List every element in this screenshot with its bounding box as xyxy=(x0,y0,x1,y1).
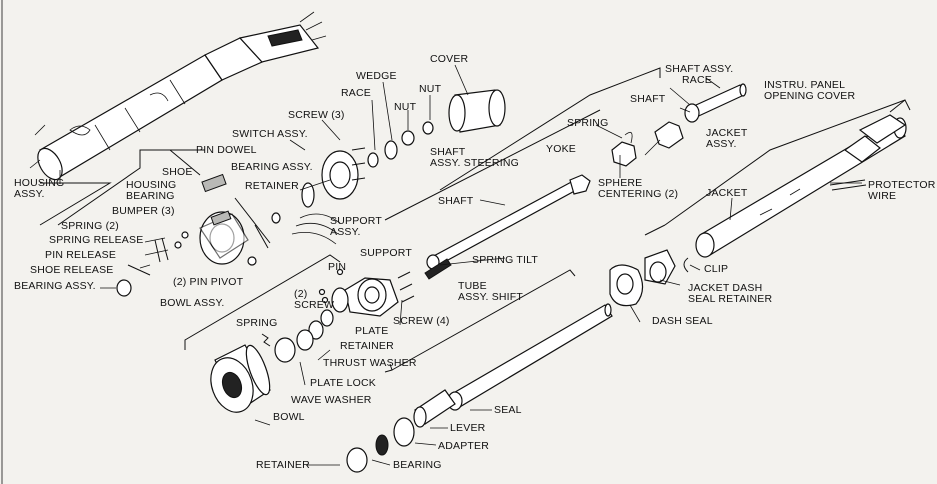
label-instru-panel: INSTRU. PANEL OPENING COVER xyxy=(764,79,856,102)
label-spring-bowl: SPRING xyxy=(236,317,278,329)
label-spring-tilt: SPRING TILT xyxy=(472,254,538,266)
jacket-drawing xyxy=(695,114,907,258)
support-assy-drawing xyxy=(318,268,415,317)
label-tube-assy-shift: TUBE ASSY. SHIFT xyxy=(458,280,524,303)
label-seal: SEAL xyxy=(494,404,522,416)
label-thrust-washer: THRUST WASHER xyxy=(323,357,417,369)
bowl-assy-parts xyxy=(116,173,269,297)
label-bearing-bottom: BEARING xyxy=(393,459,442,471)
label-support: SUPPORT xyxy=(360,247,412,259)
label-switch-assy: SWITCH ASSY. xyxy=(232,128,308,140)
label-race-top: RACE xyxy=(341,87,371,99)
label-adapter: ADAPTER xyxy=(438,440,489,452)
label-plate-lock: PLATE LOCK xyxy=(310,377,376,389)
label-cover: COVER xyxy=(430,53,469,65)
label-shaft-assy-steering: SHAFT ASSY. STEERING xyxy=(430,146,519,169)
label-bearing-assy-mid: BEARING ASSY. xyxy=(231,161,313,173)
label-housing-bearing: HOUSING BEARING xyxy=(126,179,177,202)
label-nut-1: NUT xyxy=(394,101,417,113)
label-wedge: WEDGE xyxy=(356,70,397,82)
label-jacket-assy: JACKET ASSY. xyxy=(706,127,748,150)
label-shaft-mid: SHAFT xyxy=(438,195,474,207)
housing-leader xyxy=(39,182,112,226)
label-retainer-bottom: RETAINER xyxy=(256,459,310,471)
label-jacket-dash: JACKET DASH SEAL RETAINER xyxy=(688,282,773,305)
bowl-stack-parts xyxy=(261,287,349,363)
label-lever: LEVER xyxy=(450,422,486,434)
housing-assy-drawing xyxy=(29,11,327,184)
label-shaft-assy: SHAFT ASSY. xyxy=(665,63,734,75)
label-spring-release: SPRING RELEASE xyxy=(49,234,144,246)
label-bearing-assy-left: BEARING ASSY. xyxy=(14,280,96,292)
label-bumper: BUMPER (3) xyxy=(112,205,175,217)
dash-seal-parts xyxy=(609,249,689,307)
label-retainer-mid: RETAINER xyxy=(340,340,394,352)
label-pin-release: PIN RELEASE xyxy=(45,249,117,261)
label-bowl: BOWL xyxy=(273,411,305,423)
shaft-assy-drawing xyxy=(611,83,747,167)
top-small-parts xyxy=(367,89,506,168)
label-retainer-top: RETAINER xyxy=(245,180,299,192)
label-jacket: JACKET xyxy=(706,187,748,199)
label-pin-pivot: (2) PIN PIVOT xyxy=(173,276,244,288)
tube-assy-shift-drawing xyxy=(346,303,613,473)
label-sphere-centering: SPHERE CENTERING (2) xyxy=(598,177,679,200)
label-clip: CLIP xyxy=(704,263,729,275)
label-shoe-release: SHOE RELEASE xyxy=(30,264,114,276)
label-yoke: YOKE xyxy=(546,143,576,155)
label-support-assy: SUPPORT ASSY. xyxy=(330,215,382,238)
label-housing-assy: HOUSING ASSY. xyxy=(14,177,65,200)
switch-assy-drawing xyxy=(271,147,366,245)
label-race-right: RACE xyxy=(682,74,712,86)
label-pin: PIN xyxy=(328,261,347,273)
label-screw-3: SCREW (3) xyxy=(288,109,345,121)
label-wave-washer: WAVE WASHER xyxy=(291,394,372,406)
shaft-drawing xyxy=(424,174,591,280)
label-protector-wire: PROTECTOR WIRE xyxy=(868,179,936,202)
bowl-drawing xyxy=(210,344,271,413)
label-spring-top: SPRING xyxy=(567,117,609,129)
label-pin-dowel: PIN DOWEL xyxy=(196,144,257,156)
label-screw-2: (2) SCREW xyxy=(294,288,335,311)
label-dash-seal: DASH SEAL xyxy=(652,315,713,327)
label-shaft-top: SHAFT xyxy=(630,93,666,105)
label-screw-4: SCREW (4) xyxy=(393,315,450,327)
label-plate: PLATE xyxy=(355,325,389,337)
label-shoe: SHOE xyxy=(162,166,193,178)
label-bowl-assy: BOWL ASSY. xyxy=(160,297,225,309)
label-nut-2: NUT xyxy=(419,83,442,95)
label-spring-2: SPRING (2) xyxy=(61,220,120,232)
